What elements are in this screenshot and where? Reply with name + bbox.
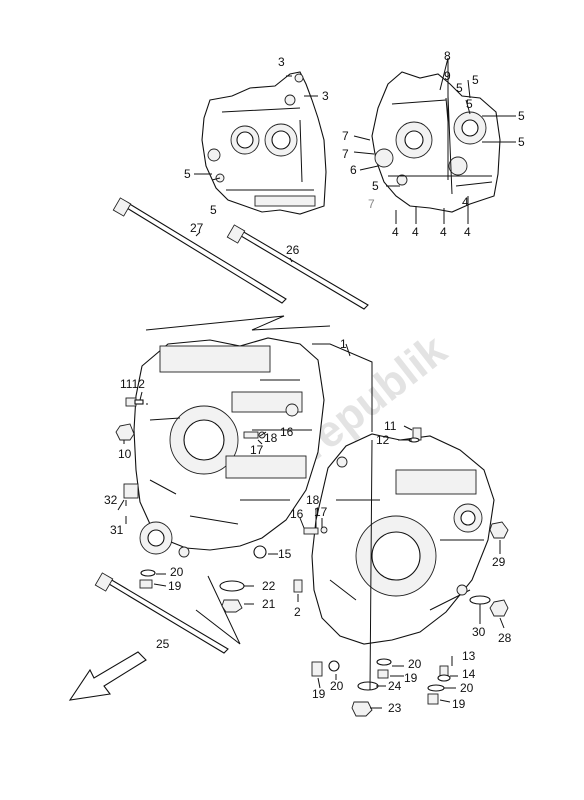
callout-21: 21 bbox=[262, 597, 276, 611]
callout-5: 5 bbox=[210, 203, 217, 217]
callout-12: 12 bbox=[376, 433, 390, 447]
bolt-19-lower-left bbox=[311, 661, 323, 677]
callout-4: 4 bbox=[464, 225, 471, 239]
callout-5: 5 bbox=[466, 97, 473, 111]
plug-23 bbox=[351, 701, 373, 717]
callout-17: 17 bbox=[250, 443, 264, 457]
plug-21 bbox=[221, 599, 243, 613]
long-bolt-25 bbox=[94, 572, 229, 654]
callout-29: 29 bbox=[492, 555, 506, 569]
callout-19: 19 bbox=[404, 671, 418, 685]
zigzag-leader-top bbox=[145, 315, 331, 331]
gasket-24 bbox=[357, 681, 379, 691]
callout-30: 30 bbox=[472, 625, 486, 639]
callout-32: 32 bbox=[104, 493, 118, 507]
callout-17: 17 bbox=[314, 505, 328, 519]
callout-23: 23 bbox=[388, 701, 402, 715]
callout-18: 18 bbox=[264, 431, 278, 445]
callout-4: 4 bbox=[440, 225, 447, 239]
callout-7: 7 bbox=[368, 197, 375, 211]
plug-11-12 bbox=[408, 427, 422, 443]
callout-27: 27 bbox=[190, 221, 204, 235]
callout-5: 5 bbox=[472, 73, 479, 87]
washer-20-lower-left bbox=[328, 660, 340, 672]
callout-19: 19 bbox=[452, 697, 466, 711]
washer-30 bbox=[469, 595, 491, 605]
callout-7: 7 bbox=[342, 129, 349, 143]
crankcase-left-half bbox=[133, 337, 325, 558]
nut-28 bbox=[489, 599, 509, 617]
callout-13: 13 bbox=[462, 649, 476, 663]
washer-20-right bbox=[427, 684, 445, 692]
nut-29 bbox=[489, 521, 509, 539]
callout-24: 24 bbox=[388, 679, 402, 693]
callout-5: 5 bbox=[184, 167, 191, 181]
long-bolt-26 bbox=[226, 224, 369, 310]
o-ring-15 bbox=[253, 545, 267, 559]
callout-1: 1 bbox=[340, 337, 347, 351]
callout-20: 20 bbox=[460, 681, 474, 695]
callout-11: 11 bbox=[384, 419, 397, 433]
fitting-32-31 bbox=[117, 483, 139, 511]
callout-4: 4 bbox=[412, 225, 419, 239]
callout-16: 16 bbox=[280, 425, 294, 439]
zigzag-leader-bottom bbox=[195, 575, 241, 645]
leader-lines bbox=[123, 57, 516, 709]
washer-20-bolt-19-left bbox=[139, 569, 156, 589]
callout-5: 5 bbox=[518, 109, 525, 123]
callout-7: 7 bbox=[342, 147, 349, 161]
callout-11-12: 1112 bbox=[120, 377, 145, 391]
callout-18: 18 bbox=[306, 493, 320, 507]
front-direction-arrow-icon bbox=[68, 651, 147, 701]
callout-22: 22 bbox=[262, 579, 276, 593]
callout-10: 10 bbox=[118, 447, 132, 461]
callout-5: 5 bbox=[518, 135, 525, 149]
callout-20: 20 bbox=[170, 565, 184, 579]
jet-16-18-17-lower bbox=[303, 526, 328, 535]
callout-28: 28 bbox=[498, 631, 512, 645]
callout-25: 25 bbox=[156, 637, 170, 651]
callout-5: 5 bbox=[456, 81, 463, 95]
callout-14: 14 bbox=[462, 667, 476, 681]
callout-31: 31 bbox=[110, 523, 124, 537]
crankcase-left-half-small bbox=[201, 71, 327, 215]
crankcase-right-half bbox=[311, 433, 495, 645]
callout-2: 2 bbox=[294, 605, 301, 619]
gasket-22 bbox=[219, 580, 245, 592]
dowel-pin-2 bbox=[293, 579, 303, 593]
crankcase-right-half-small bbox=[371, 71, 501, 213]
callout-6: 6 bbox=[350, 163, 357, 177]
callout-15: 15 bbox=[278, 547, 292, 561]
long-bolt-27 bbox=[112, 197, 287, 304]
callout-19: 19 bbox=[312, 687, 326, 701]
callout-26: 26 bbox=[286, 243, 300, 257]
callout-4: 4 bbox=[462, 195, 469, 209]
callout-labels: 3 3 5 5 8 9 5 5 5 5 5 7 7 6 5 7 4 4 4 4 … bbox=[104, 49, 525, 715]
bolt-19-right bbox=[427, 693, 439, 705]
washer-20-bolt-19-center bbox=[376, 658, 392, 679]
washer-14 bbox=[437, 674, 451, 682]
bolt-1112 bbox=[125, 397, 144, 407]
callout-8: 8 bbox=[444, 49, 451, 63]
callout-3: 3 bbox=[278, 55, 285, 69]
callout-19: 19 bbox=[168, 579, 182, 593]
callout-20: 20 bbox=[408, 657, 422, 671]
callout-3: 3 bbox=[322, 89, 329, 103]
callout-9: 9 bbox=[444, 69, 451, 83]
callout-4: 4 bbox=[392, 225, 399, 239]
nut-10 bbox=[115, 423, 135, 441]
callout-5: 5 bbox=[372, 179, 379, 193]
callout-20: 20 bbox=[330, 679, 344, 693]
callout-16: 16 bbox=[290, 507, 304, 521]
